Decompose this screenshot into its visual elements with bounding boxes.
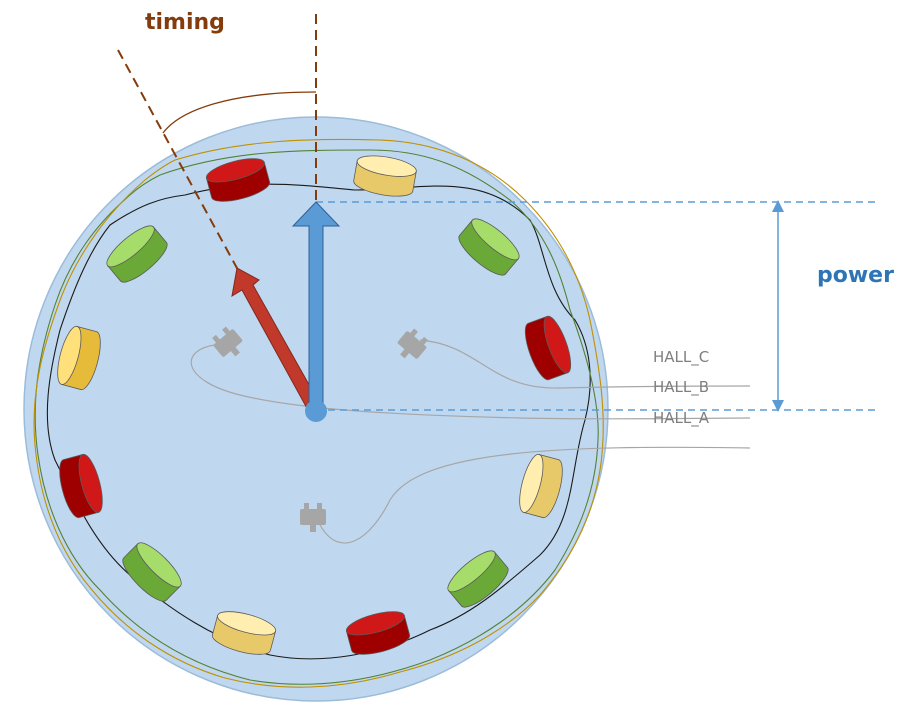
magnet: [353, 155, 417, 197]
hall-sensor-b: [212, 326, 243, 357]
hall-sensor-a: [300, 503, 326, 532]
hall-c-label: HALL_C: [653, 348, 709, 367]
magnet: [59, 453, 103, 518]
winding-green: [34, 149, 599, 685]
hall-wire-b: [190, 344, 751, 420]
magnet: [57, 325, 101, 390]
magnet: [106, 225, 168, 283]
hall-a-label: HALL_A: [653, 409, 710, 428]
hall-wire-a: [319, 446, 751, 544]
magnet: [519, 453, 563, 518]
power-label: power: [817, 263, 894, 288]
timing-label: timing: [145, 10, 225, 35]
magnet-ring: [57, 155, 572, 655]
hall-wires: [190, 339, 751, 544]
magnet: [205, 158, 270, 202]
magnet: [524, 315, 572, 381]
hall-sensor-c: [397, 328, 428, 359]
timing-angle-arc: [162, 91, 317, 134]
hall-wire-c: [419, 339, 751, 389]
magnet: [458, 218, 520, 276]
magnet: [122, 542, 182, 602]
winding-black: [46, 183, 591, 660]
magnet: [212, 611, 277, 655]
winding-olive: [33, 138, 604, 688]
timing-arrow: [231, 267, 322, 413]
power-dimension-arrow: [772, 200, 784, 412]
hall-b-label: HALL_B: [653, 378, 709, 397]
magnet: [345, 611, 410, 655]
timing-dashed-line: [117, 49, 239, 271]
magnet: [447, 550, 509, 608]
power-arrow: [291, 201, 341, 422]
stator-windings: [33, 138, 604, 688]
